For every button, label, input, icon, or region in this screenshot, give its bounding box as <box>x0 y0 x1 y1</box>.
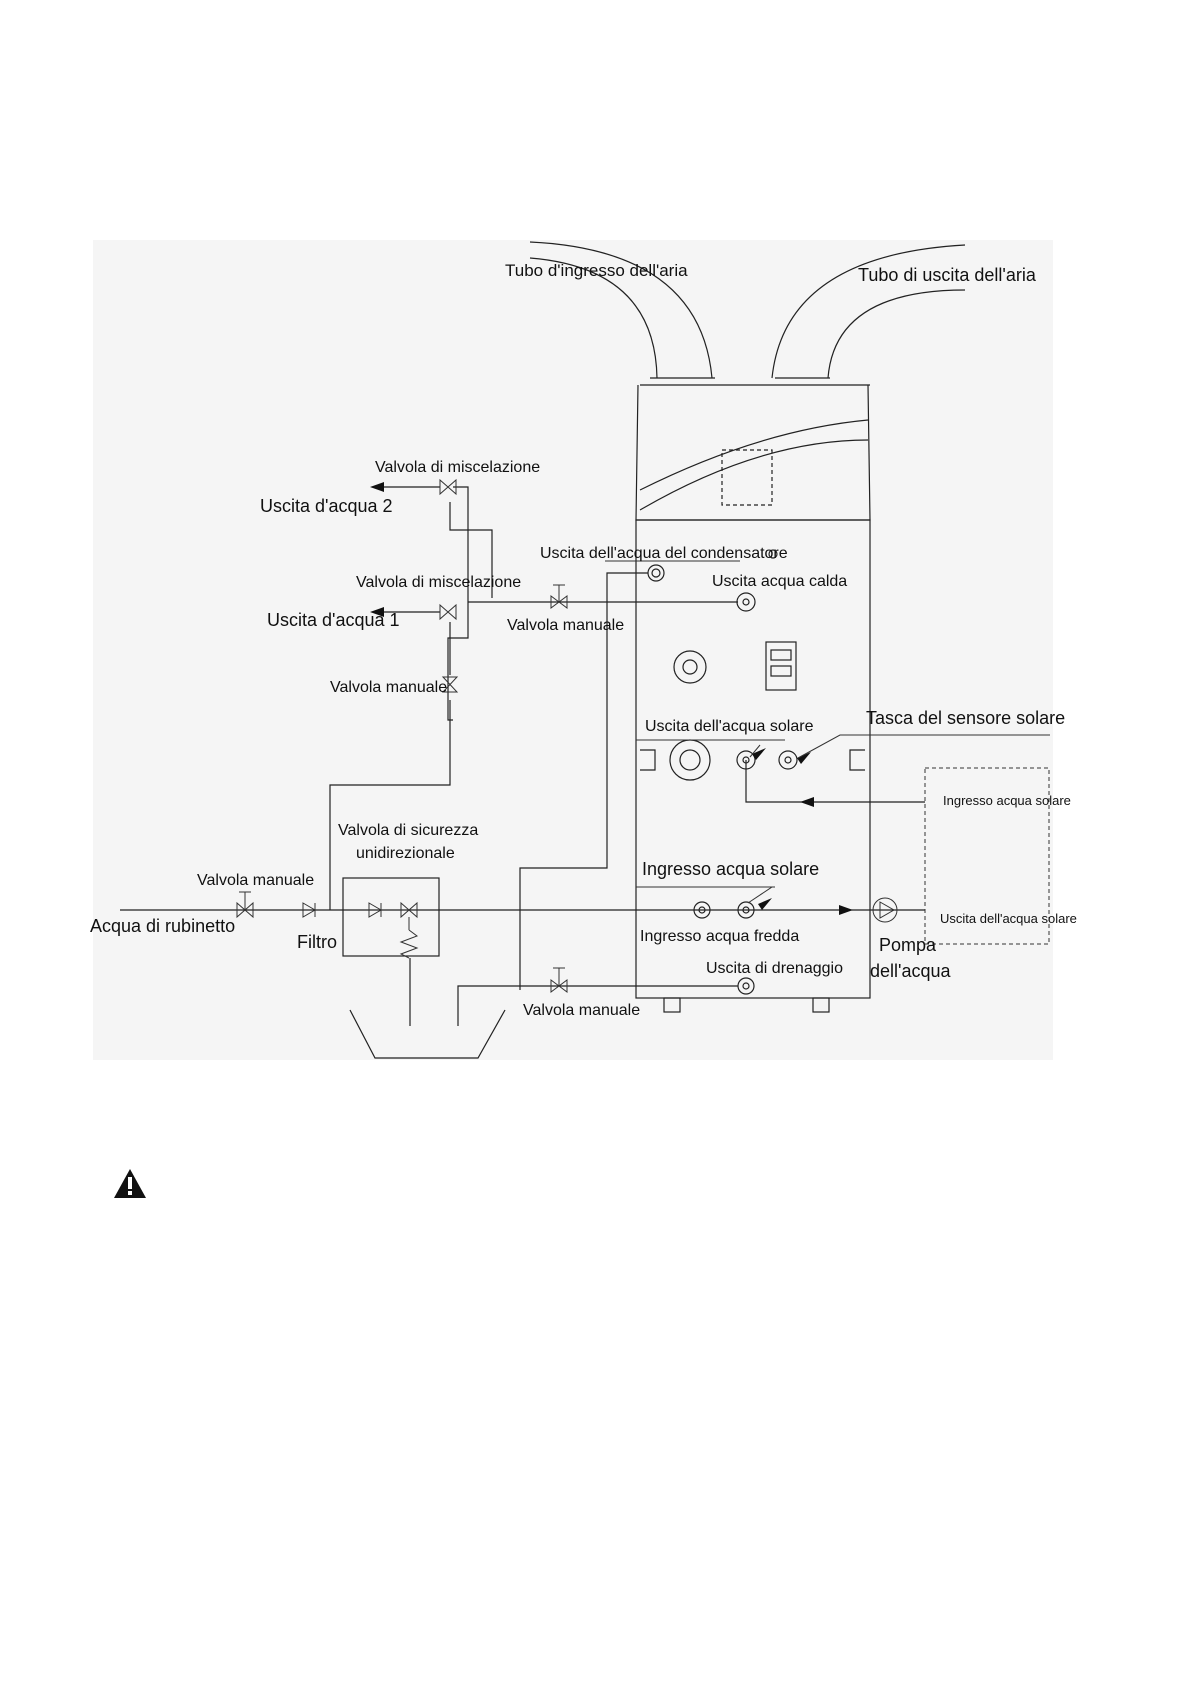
label-mixing-valve-top: Valvola di miscelazione <box>375 459 540 476</box>
flow-arrows <box>370 482 853 915</box>
label-manual-valve-hot: Valvola manuale <box>507 617 624 634</box>
warning-triangle-icon <box>114 1169 146 1198</box>
label-safety-valve-line2: unidirezionale <box>356 845 455 862</box>
label-condenser-outlet: Uscita dell'acqua del condensatore <box>540 545 788 562</box>
label-manual-valve-riser: Valvola manuale <box>330 679 447 696</box>
label-solar-outlet-box: Uscita dell'acqua solare <box>940 911 1077 926</box>
label-solar-water-outlet: Uscita dell'acqua solare <box>645 718 814 735</box>
solar-collector-box <box>924 767 1050 945</box>
label-air-inlet-pipe: Tubo d'ingresso dell'aria <box>505 261 688 280</box>
label-safety-valve-line1: Valvola di sicurezza <box>338 822 478 839</box>
heat-pump-unit <box>635 377 871 1013</box>
label-solar-inlet-box: Ingresso acqua solare <box>943 793 1071 808</box>
label-manual-valve-drain: Valvola manuale <box>523 1002 640 1019</box>
label-solar-water-inlet: Ingresso acqua solare <box>642 859 819 879</box>
air-inlet-duct <box>529 241 713 379</box>
label-pump-line1: Pompa <box>879 935 937 955</box>
label-water-outlet-2: Uscita d'acqua 2 <box>260 496 393 516</box>
label-pump-line2: dell'acqua <box>870 961 951 981</box>
label-drain-outlet: Uscita di drenaggio <box>706 960 843 977</box>
label-water-outlet-1: Uscita d'acqua 1 <box>267 610 400 630</box>
valve-symbols <box>236 478 898 993</box>
label-solar-sensor-pocket: Tasca del sensore solare <box>866 708 1065 728</box>
drawing-area <box>93 240 1053 1060</box>
label-air-outlet-pipe: Tubo di uscita dell'aria <box>858 265 1037 285</box>
label-mixing-valve-mid: Valvola di miscelazione <box>356 574 521 591</box>
label-tap-water: Acqua di rubinetto <box>90 916 235 936</box>
label-filter: Filtro <box>297 932 337 952</box>
leader-lines <box>605 560 1050 904</box>
label-manual-valve-inlet: Valvola manuale <box>197 872 314 889</box>
label-hot-water-outlet: Uscita acqua calda <box>712 573 847 590</box>
label-cold-water-inlet: Ingresso acqua fredda <box>640 928 799 945</box>
air-outlet-duct <box>771 244 966 379</box>
